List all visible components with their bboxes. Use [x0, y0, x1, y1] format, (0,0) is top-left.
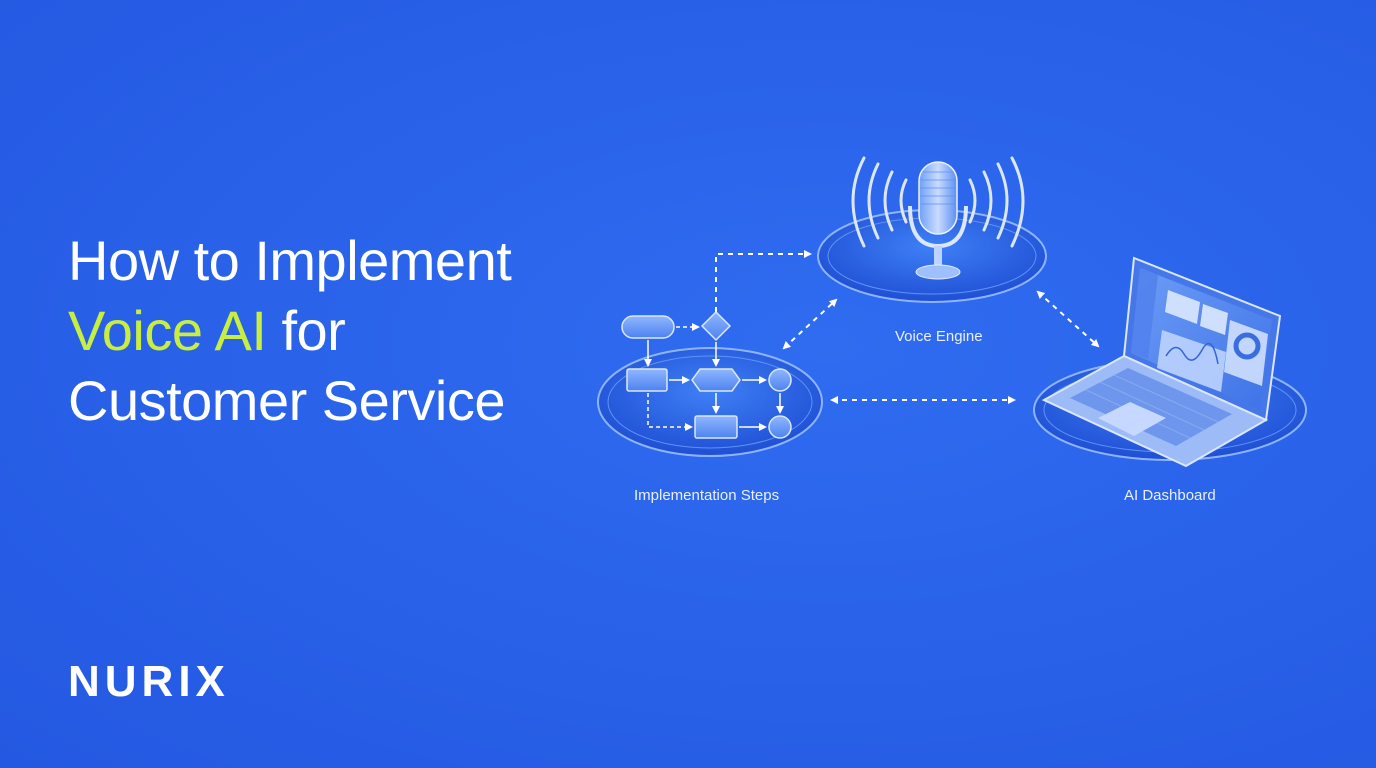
headline-highlight: Voice AI — [68, 299, 267, 362]
connector-engine-dashboard-bidirectional — [1036, 290, 1100, 348]
headline-line-3: Customer Service — [68, 369, 506, 432]
brand-logo: NURIX — [68, 657, 230, 706]
sound-waves-icon — [851, 156, 1025, 248]
connector-steps-to-engine — [715, 250, 812, 312]
voice-engine-node — [817, 156, 1047, 303]
headline-line-2-rest: for — [281, 299, 346, 362]
headline: How to Implement Voice AI for Customer S… — [68, 226, 512, 436]
voice-engine-label: Voice Engine — [895, 328, 983, 345]
connector-engine-steps-bidirectional — [782, 298, 838, 350]
laptop-dashboard-icon — [1041, 256, 1282, 468]
headline-line-1: How to Implement — [68, 229, 512, 292]
ai-dashboard-label: AI Dashboard — [1124, 487, 1216, 504]
implementation-steps-label: Implementation Steps — [634, 487, 780, 504]
implementation-steps-node — [597, 310, 823, 457]
microphone-icon — [908, 161, 968, 280]
flowchart-icon — [621, 310, 792, 439]
ai-dashboard-node — [1033, 256, 1307, 468]
